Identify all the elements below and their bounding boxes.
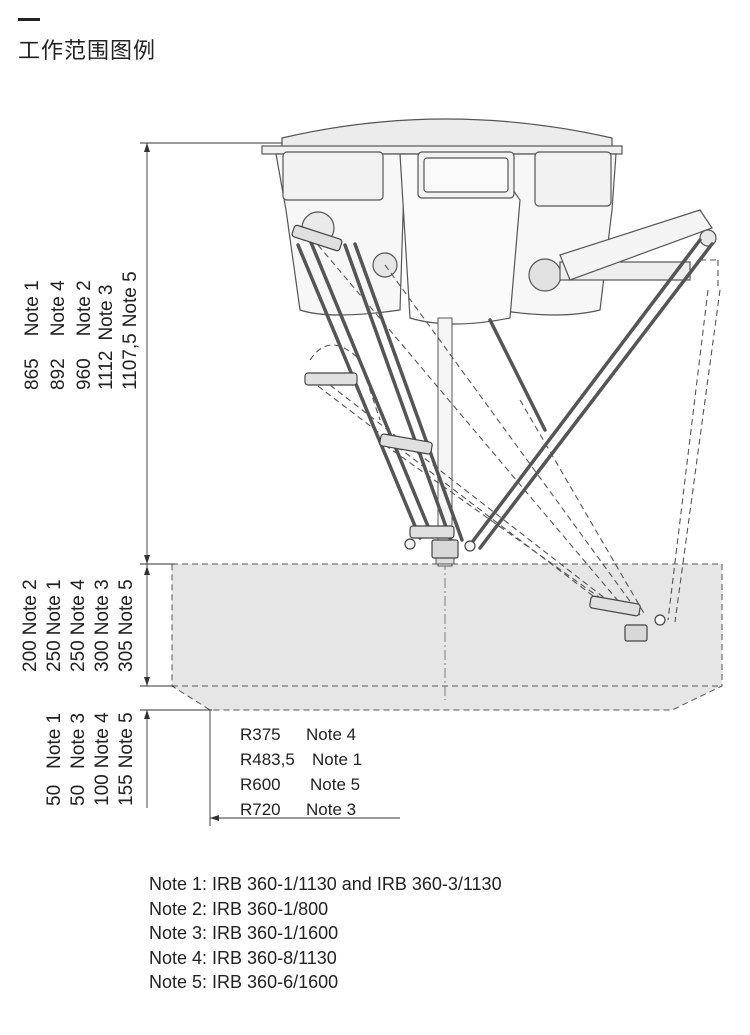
note-item: Note 3: IRB 360-1/1600: [149, 923, 339, 943]
robot-base-housing: [261, 118, 691, 325]
height-label-note5: 1107,5Note 5: [120, 271, 141, 390]
height-dimension-labels: 865Note 1 892Note 4 960Note 2 1112Note 3…: [22, 271, 141, 390]
spring-joints: [291, 224, 641, 617]
upper-arm-right: [559, 209, 717, 281]
note-item: Note 5: IRB 360-6/1600: [149, 972, 339, 992]
lower-dimension-labels: 50Note 1 50Note 3 100Note 4 155Note 5: [44, 712, 137, 806]
lower-label-note4: 100Note 4: [92, 712, 113, 806]
height-label-note3: 1112Note 3: [96, 285, 117, 390]
lower-label-note3: 50Note 3: [68, 713, 89, 806]
height-label-note1: 865Note 1: [22, 280, 43, 390]
stroke-label-note3: 300Note 3: [92, 579, 113, 672]
page-title: 工作范围图例: [18, 39, 157, 64]
parallel-rods: [296, 238, 714, 550]
stroke-dimension-labels: 200Note 2 250Note 1 250Note 4 300Note 3 …: [20, 579, 137, 672]
model-notes-list: Note 1: IRB 360-1/1130 and IRB 360-3/113…: [149, 872, 502, 995]
height-label-note2: 960Note 2: [74, 280, 95, 390]
lower-label-note5: 155Note 5: [116, 712, 137, 806]
dimension-lines: [140, 142, 400, 826]
note-item: Note 4: IRB 360-8/1130: [149, 947, 337, 968]
end-effector-plates: [404, 538, 666, 642]
stroke-label-note5: 305Note 5: [116, 579, 137, 672]
stroke-label-note4: 250Note 4: [68, 579, 89, 672]
alternate-pose-links: [309, 244, 721, 623]
note-item: Note 1: IRB 360-1/1130 and IRB 360-3/113…: [149, 874, 502, 894]
stroke-label-note2: 200Note 2: [20, 579, 41, 672]
title-accent-bar: [18, 18, 40, 21]
lower-label-note1: 50Note 1: [44, 713, 65, 806]
note-item: Note 2: IRB 360-1/800: [149, 898, 329, 919]
stroke-label-note1: 250Note 1: [44, 579, 65, 672]
height-label-note4: 892Note 4: [48, 280, 69, 390]
